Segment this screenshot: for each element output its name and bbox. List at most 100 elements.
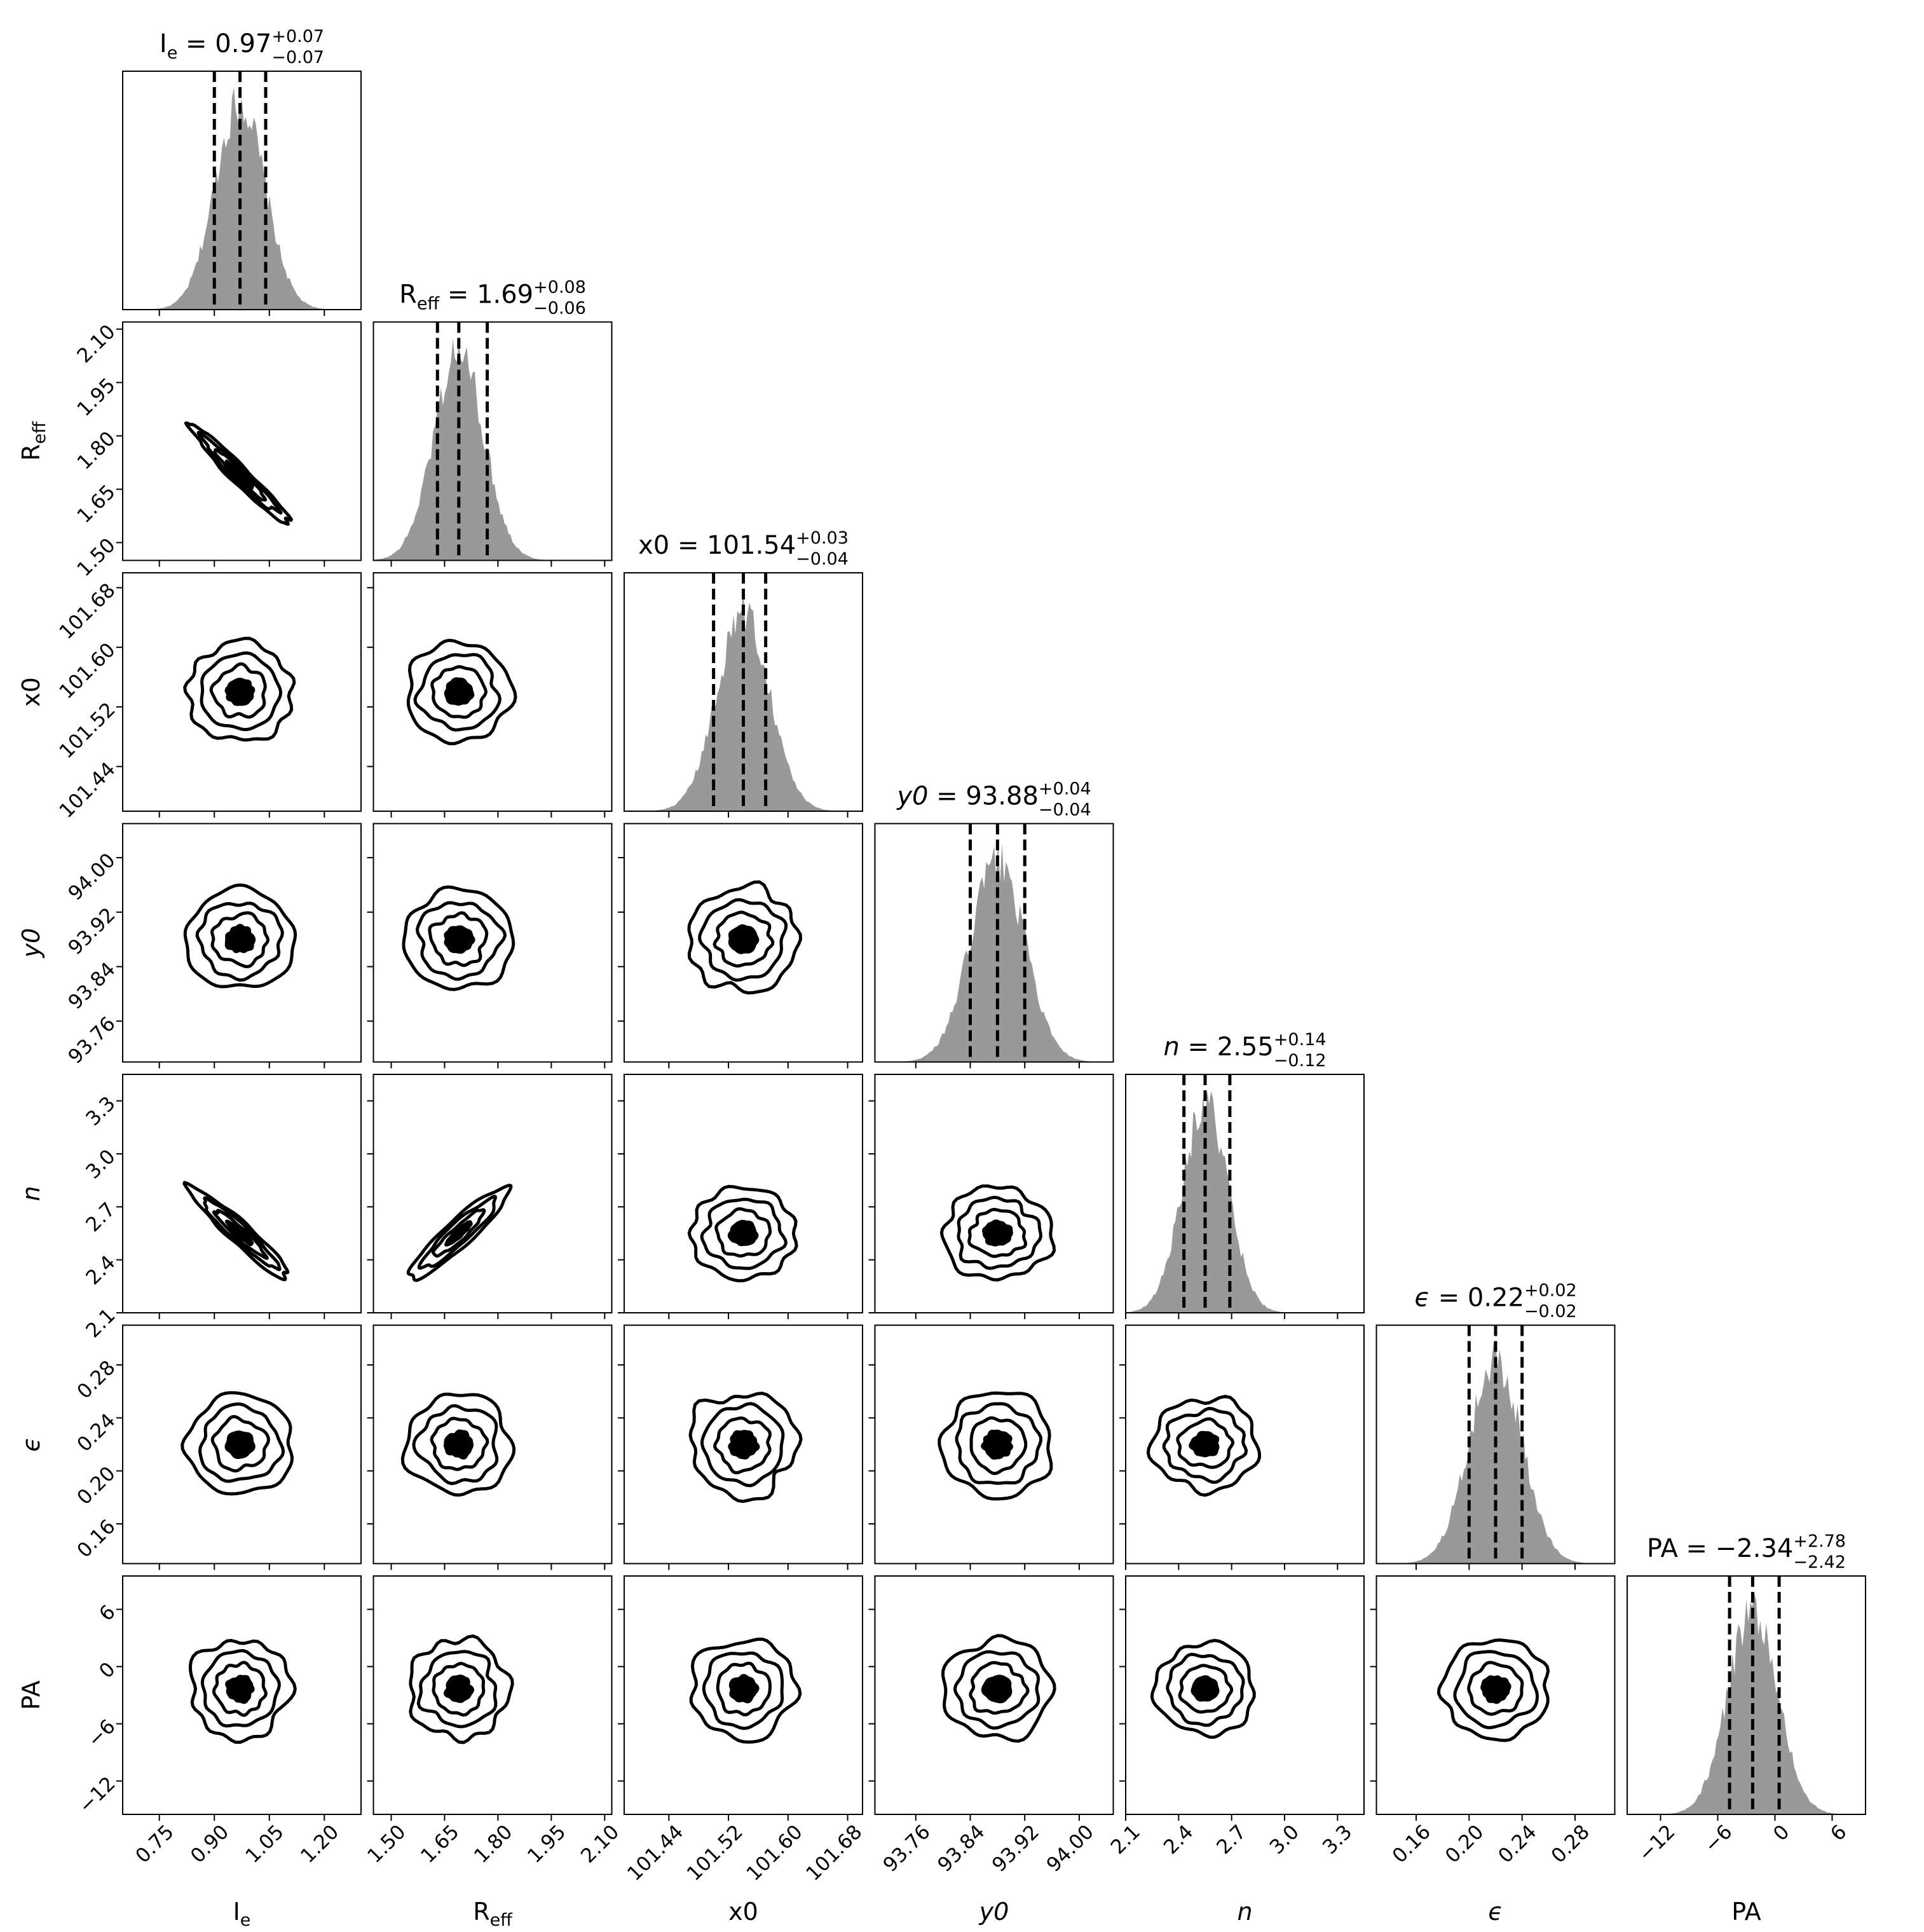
contour-level-4 [941,1634,1056,1743]
x-axis-label-eps: ϵ [1488,1898,1503,1926]
y-tick-label: −12 [74,1772,120,1818]
x-tick-label: −12 [1634,1821,1680,1867]
contour-level-1 [224,1219,254,1247]
title-plus: +0.04 [1039,779,1091,799]
x-tick-label: 1.20 [296,1821,343,1868]
contour-level-3 [953,1650,1040,1730]
contour-level-2 [212,1661,268,1717]
x-axis-label-x0-main: x0 [728,1898,758,1926]
x-tick-label: 1.80 [470,1821,517,1868]
contour-level-4 [400,1392,516,1497]
x-tick-label: 1.95 [523,1821,570,1868]
contour-level-4 [184,421,293,526]
contour-level-1 [444,677,475,706]
y-tick-label: 94.00 [64,849,119,905]
x-axis-label-y0-main: y0 [979,1898,1009,1926]
y-axis-label-Reff-main: R [17,444,45,460]
title-plus: +0.14 [1274,1030,1327,1050]
x-tick-label: 2.1 [1107,1821,1145,1859]
contour-level-3 [413,653,501,732]
title-plus: +0.08 [533,278,586,298]
axes-frame [874,1324,1114,1565]
panel-Reff-Ie: 1.501.651.801.952.10 [72,320,362,581]
y-axis-label-n-main: n [17,1186,45,1201]
y-axis-label-Reff-sub: eff [30,421,50,444]
axes-frame [1375,1575,1616,1815]
x-axis-label-Ie: Ie [233,1898,251,1930]
panel-Reff-Reff: Reff = 1.69+0.08−0.06 [372,278,613,567]
y-axis-label-y0-main: y0 [17,928,45,959]
y-tick-label: 0.16 [72,1515,119,1562]
panel-eps-n [1119,1324,1365,1570]
panel-eps-y0 [868,1324,1114,1570]
y-tick-label: 1.95 [72,374,119,421]
title-PA: PA = −2.34+2.78 [1647,1531,1846,1563]
x-tick-label: 0.75 [131,1821,178,1868]
panel-x0-x0: x0 = 101.54+0.03−0.04 [624,528,863,818]
panel-eps-Reff [367,1324,613,1570]
y-tick-label: 1.65 [72,481,119,528]
y-tick-label: 0.20 [72,1462,119,1509]
panel-eps-eps: ϵ = 0.22+0.02−0.02 [1375,1281,1616,1570]
y-tick-label: 101.44 [55,758,120,823]
axes-frame [874,823,1114,1063]
contour-level-3 [702,1651,784,1730]
histogram-Ie [123,88,361,310]
x-axis-label-PA-main: PA [1731,1898,1761,1926]
contour-level-2 [969,1416,1028,1476]
x-tick-label: 3.3 [1318,1821,1356,1859]
x-tick-label: 101.44 [623,1821,688,1886]
contour-level-1 [727,1219,759,1247]
panel-x0-Reff [367,572,613,818]
y-tick-label: 101.52 [55,698,120,763]
contour-level-3 [412,1404,499,1486]
title-sub: e [167,43,178,63]
title-Ie: Ie = 0.97+0.07 [160,27,324,63]
contour-level-3 [957,1195,1042,1270]
y-tick-label: 3.0 [81,1145,119,1183]
y-tick-label: 2.10 [72,320,119,367]
y-tick-label: 93.84 [64,958,119,1014]
contour-level-3 [196,430,283,515]
contour-level-2 [1467,1661,1524,1716]
title-value: = 101.54 [669,531,796,560]
y-tick-label: 6 [95,1601,119,1626]
title-prefix: n [1163,1032,1179,1062]
y-tick-label: 1.80 [72,427,119,474]
panel-eps-Ie: 0.160.200.240.28 [72,1324,362,1570]
title-prefix: R [399,280,417,310]
axes-frame [1627,1575,1866,1815]
contour-level-1 [981,1675,1013,1704]
panel-y0-Reff [367,823,613,1069]
axes-frame [372,321,613,561]
title-minus-Ie: −0.07 [271,48,324,67]
title-minus-y0: −0.04 [1039,800,1091,820]
x-axis-label-y0: y0 [979,1898,1009,1926]
title-plus: +0.02 [1524,1281,1577,1301]
title-n: n = 2.55+0.14 [1163,1030,1326,1062]
y-tick-label: −6 [83,1715,120,1752]
contour-level-4 [1146,1394,1262,1497]
y-axis-label-PA-main: PA [17,1680,45,1709]
contour-level-4 [406,638,517,746]
contour-level-1 [981,1429,1014,1460]
contour-level-3 [200,651,283,731]
contour-level-1 [1480,1675,1511,1704]
contour-level-4 [409,1634,514,1744]
contour-level-4 [687,1184,798,1283]
contour-level-1 [444,1220,473,1247]
contour-level-2 [430,665,488,719]
contour-level-4 [689,1637,802,1744]
histogram-n [1126,1091,1364,1313]
contour-level-1 [224,678,256,706]
title-value: = 1.69 [439,280,533,310]
contour-level-2 [210,1415,270,1473]
axes-frame [624,823,863,1063]
title-plus: +0.03 [796,528,849,548]
contour-level-3 [417,1195,497,1270]
x-tick-label: 0 [1769,1821,1794,1846]
axes-frame [874,1074,1114,1313]
axes-frame [1125,1324,1365,1565]
